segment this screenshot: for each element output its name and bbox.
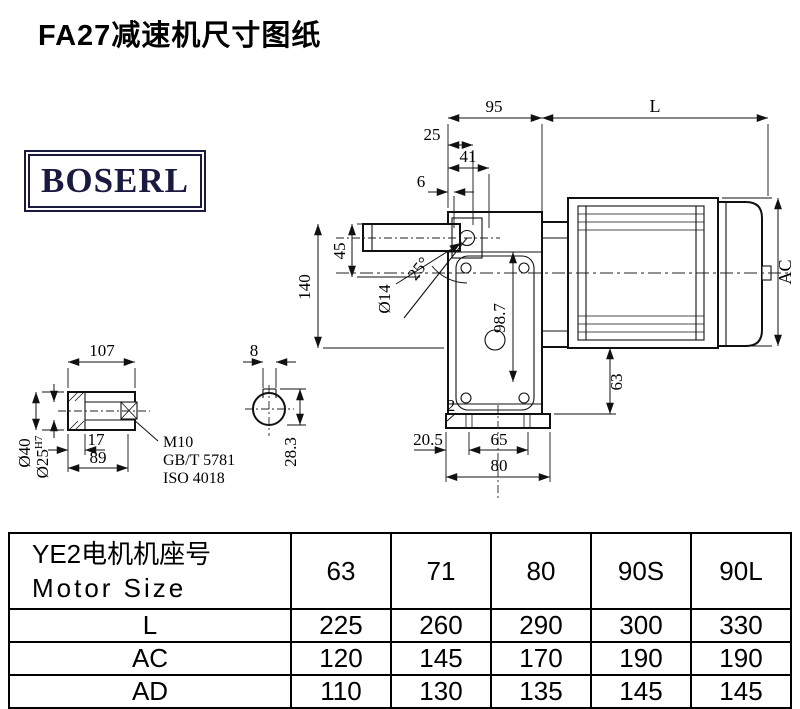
dim-dia25-label: Ø25H7 bbox=[33, 435, 52, 478]
shaft-cross-section bbox=[245, 385, 294, 436]
header-motor-size-cn: YE2电机机座号 bbox=[32, 539, 212, 569]
col-header-63: 63 bbox=[290, 532, 392, 610]
dim-45-label: 45 bbox=[330, 243, 349, 260]
col-header-90L: 90L bbox=[690, 532, 792, 610]
note-iso4018: ISO 4018 bbox=[163, 470, 225, 487]
table-cell: 190 bbox=[690, 641, 792, 676]
dim-dia14-label: Ø14 bbox=[375, 284, 394, 314]
dim-107-label: 107 bbox=[89, 341, 115, 360]
col-header-90S: 90S bbox=[590, 532, 692, 610]
dim-6-label: 6 bbox=[417, 172, 426, 191]
table-cell: 145 bbox=[690, 674, 792, 709]
col-header-80: 80 bbox=[490, 532, 592, 610]
table-cell: 330 bbox=[690, 608, 792, 643]
row-label-AC: AC bbox=[8, 641, 292, 676]
table-header-row: YE2电机机座号 Motor Size 63 71 80 90S 90L bbox=[8, 532, 792, 610]
table-cell: 290 bbox=[490, 608, 592, 643]
dim-63-label: 63 bbox=[607, 374, 626, 391]
page-title: FA27减速机尺寸图纸 bbox=[38, 20, 322, 52]
technical-drawing: 95 L 25 41 6 45 140 Ø14 25° 98.7 bbox=[15, 96, 795, 500]
note-m10: M10 bbox=[163, 434, 193, 451]
dim-95-label: 95 bbox=[486, 97, 503, 116]
dim-8-label: 8 bbox=[250, 341, 259, 360]
dim-2-label: 2 bbox=[447, 396, 456, 415]
table-row-AC: AC 120 145 170 190 190 bbox=[8, 641, 792, 676]
table-cell: 120 bbox=[290, 641, 392, 676]
row-label-L: L bbox=[8, 608, 292, 643]
dim-L-label: L bbox=[650, 96, 661, 116]
gearbox-main-view bbox=[336, 197, 788, 500]
table-cell: 260 bbox=[390, 608, 492, 643]
header-motor-size-cell: YE2电机机座号 Motor Size bbox=[8, 532, 292, 610]
logo-text: BOSERL bbox=[41, 161, 189, 200]
dim-80-label: 80 bbox=[491, 456, 508, 475]
table-cell: 135 bbox=[490, 674, 592, 709]
row-label-AD: AD bbox=[8, 674, 292, 709]
table-cell: 145 bbox=[590, 674, 692, 709]
table-row-AD: AD 110 130 135 145 145 bbox=[8, 674, 792, 709]
table-row-L: L 225 260 290 300 330 bbox=[8, 608, 792, 643]
dim-98-7-label: 98.7 bbox=[490, 303, 509, 333]
table-cell: 110 bbox=[290, 674, 392, 709]
table-cell: 145 bbox=[390, 641, 492, 676]
dim-dia40-label: Ø40 bbox=[15, 438, 34, 467]
shaft-side-view bbox=[58, 391, 150, 431]
motor-size-table: YE2电机机座号 Motor Size 63 71 80 90S 90L L 2… bbox=[8, 532, 792, 709]
table-cell: 225 bbox=[290, 608, 392, 643]
dim-20-5-label: 20.5 bbox=[413, 430, 443, 449]
header-motor-size-en: Motor Size bbox=[32, 573, 187, 603]
dim-25-label: 25 bbox=[424, 125, 441, 144]
table-cell: 190 bbox=[590, 641, 692, 676]
boserl-logo: BOSERL bbox=[24, 150, 206, 212]
table-cell: 170 bbox=[490, 641, 592, 676]
col-header-71: 71 bbox=[390, 532, 492, 610]
dim-89-label: 89 bbox=[90, 448, 107, 467]
dim-65-label: 65 bbox=[491, 430, 508, 449]
table-cell: 130 bbox=[390, 674, 492, 709]
dim-17-label: 17 bbox=[88, 430, 106, 449]
note-gbt5781: GB/T 5781 bbox=[163, 452, 235, 469]
dim-angle25-label: 25° bbox=[404, 253, 434, 283]
dimension-annotations: 95 L 25 41 6 45 140 Ø14 25° 98.7 bbox=[15, 96, 795, 487]
dim-140-label: 140 bbox=[295, 274, 314, 300]
dim-AC-label: AC bbox=[775, 259, 795, 284]
dim-41-label: 41 bbox=[460, 147, 477, 166]
table-cell: 300 bbox=[590, 608, 692, 643]
dim-28-3-label: 28.3 bbox=[281, 437, 300, 467]
